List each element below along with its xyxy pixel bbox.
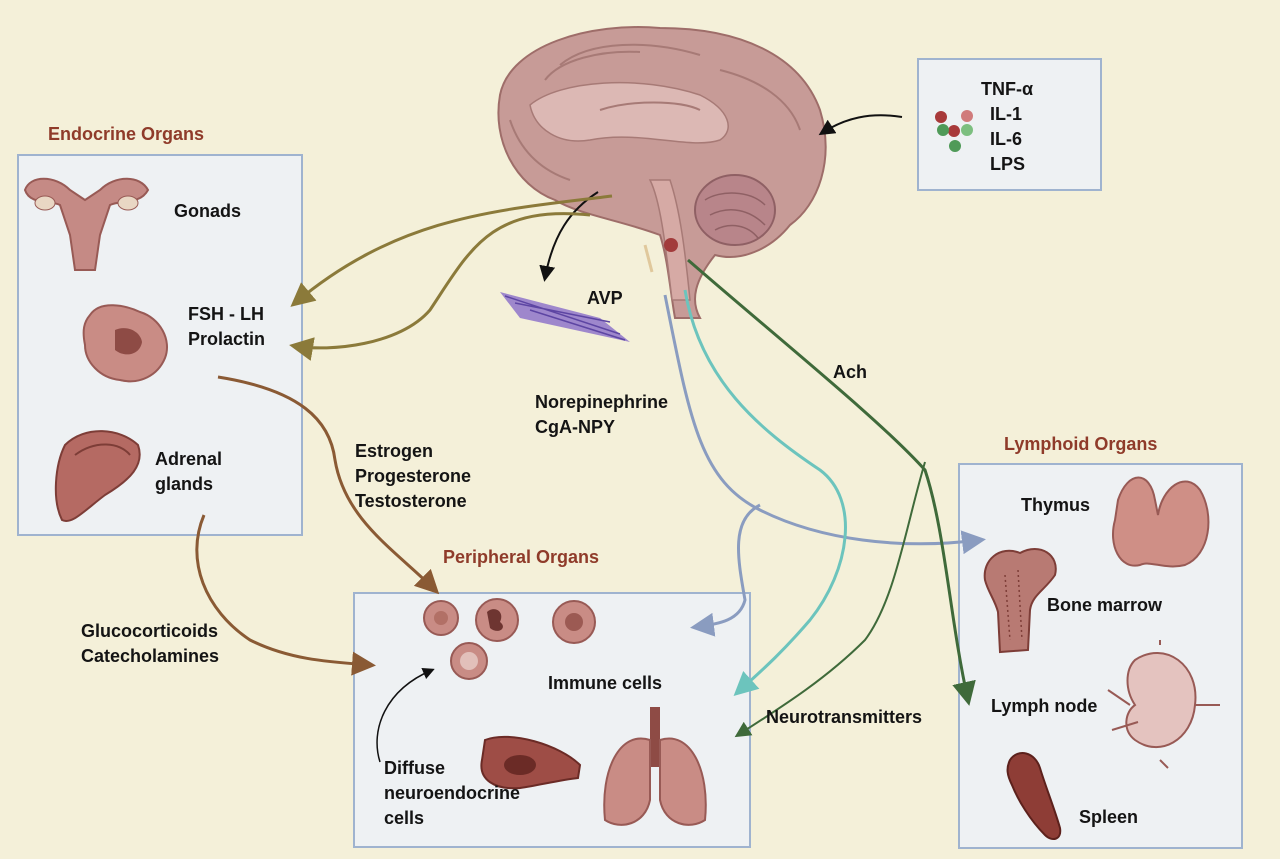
bone-marrow-label: Bone marrow xyxy=(1047,595,1163,615)
arrow-cytokines-to-brain xyxy=(818,114,903,136)
arrow-hypothalamus-to-fsh xyxy=(290,194,613,307)
arrow-hypothalamus-to-prolactin xyxy=(289,212,591,361)
lymph-node-illustration xyxy=(1107,640,1220,769)
gonads-label: Gonads xyxy=(174,201,242,221)
neurotransmitters-label: Neurotransmitters xyxy=(766,707,923,727)
arrow-diffuse-to-immune xyxy=(376,668,435,763)
arrow-ach-to-lymph-node xyxy=(687,258,976,706)
avp-crystal-icon xyxy=(500,292,630,342)
cytokine-il6-label: IL-6 xyxy=(990,129,1023,149)
immune-cells-illustration xyxy=(423,598,596,680)
lymphoid-organs-title: Lymphoid Organs xyxy=(1004,434,1158,454)
gonads-illustration xyxy=(23,177,150,271)
arrow-teal-to-immune-cells xyxy=(683,289,847,697)
bone-marrow-illustration xyxy=(983,548,1057,654)
thymus-label: Thymus xyxy=(1021,495,1091,515)
arrow-adrenal-to-peripheral xyxy=(195,514,376,676)
cytokine-tnf-label: TNF-α xyxy=(981,79,1034,99)
diffuse-neuroendocrine-label: Diffuse neuroendocrine cells xyxy=(384,758,521,828)
lymph-node-label: Lymph node xyxy=(991,696,1098,716)
avp-label: AVP xyxy=(587,288,623,308)
norepinephrine-label: Norepinephrine CgA-NPY xyxy=(535,392,669,437)
endocrine-organs-title: Endocrine Organs xyxy=(48,124,205,144)
cytokines-box xyxy=(917,58,1102,191)
pituitary-illustration xyxy=(82,304,168,383)
arrow-neurotransmitters-to-peripheral xyxy=(734,461,926,738)
arrow-norepinephrine-to-peripheral xyxy=(690,503,761,637)
spleen-illustration xyxy=(1006,752,1062,841)
thymus-illustration xyxy=(1112,476,1210,568)
fsh-lh-prolactin-label: FSH - LH Prolactin xyxy=(188,304,266,349)
peripheral-organs-title: Peripheral Organs xyxy=(443,547,600,567)
adrenal-glands-label: Adrenal glands xyxy=(155,449,223,494)
brain-illustration xyxy=(497,26,827,319)
neuroendocrine-cell-illustration xyxy=(480,735,582,790)
cytokine-il1-label: IL-1 xyxy=(990,104,1023,124)
lungs-illustration xyxy=(603,707,707,826)
arrow-endocrine-to-peripheral xyxy=(217,375,440,595)
spleen-label: Spleen xyxy=(1079,807,1139,827)
sex-steroids-label: Estrogen Progesterone Testosterone xyxy=(355,441,472,511)
arrow-norepinephrine-to-lymphoid xyxy=(663,294,986,555)
immune-cells-label: Immune cells xyxy=(548,673,663,693)
cytokine-molecules-icon xyxy=(935,110,973,152)
ach-label: Ach xyxy=(833,362,868,382)
adrenal-gland-illustration xyxy=(54,430,141,522)
cytokine-lps-label: LPS xyxy=(990,154,1026,174)
glucocorticoids-label: Glucocorticoids Catecholamines xyxy=(81,621,220,666)
